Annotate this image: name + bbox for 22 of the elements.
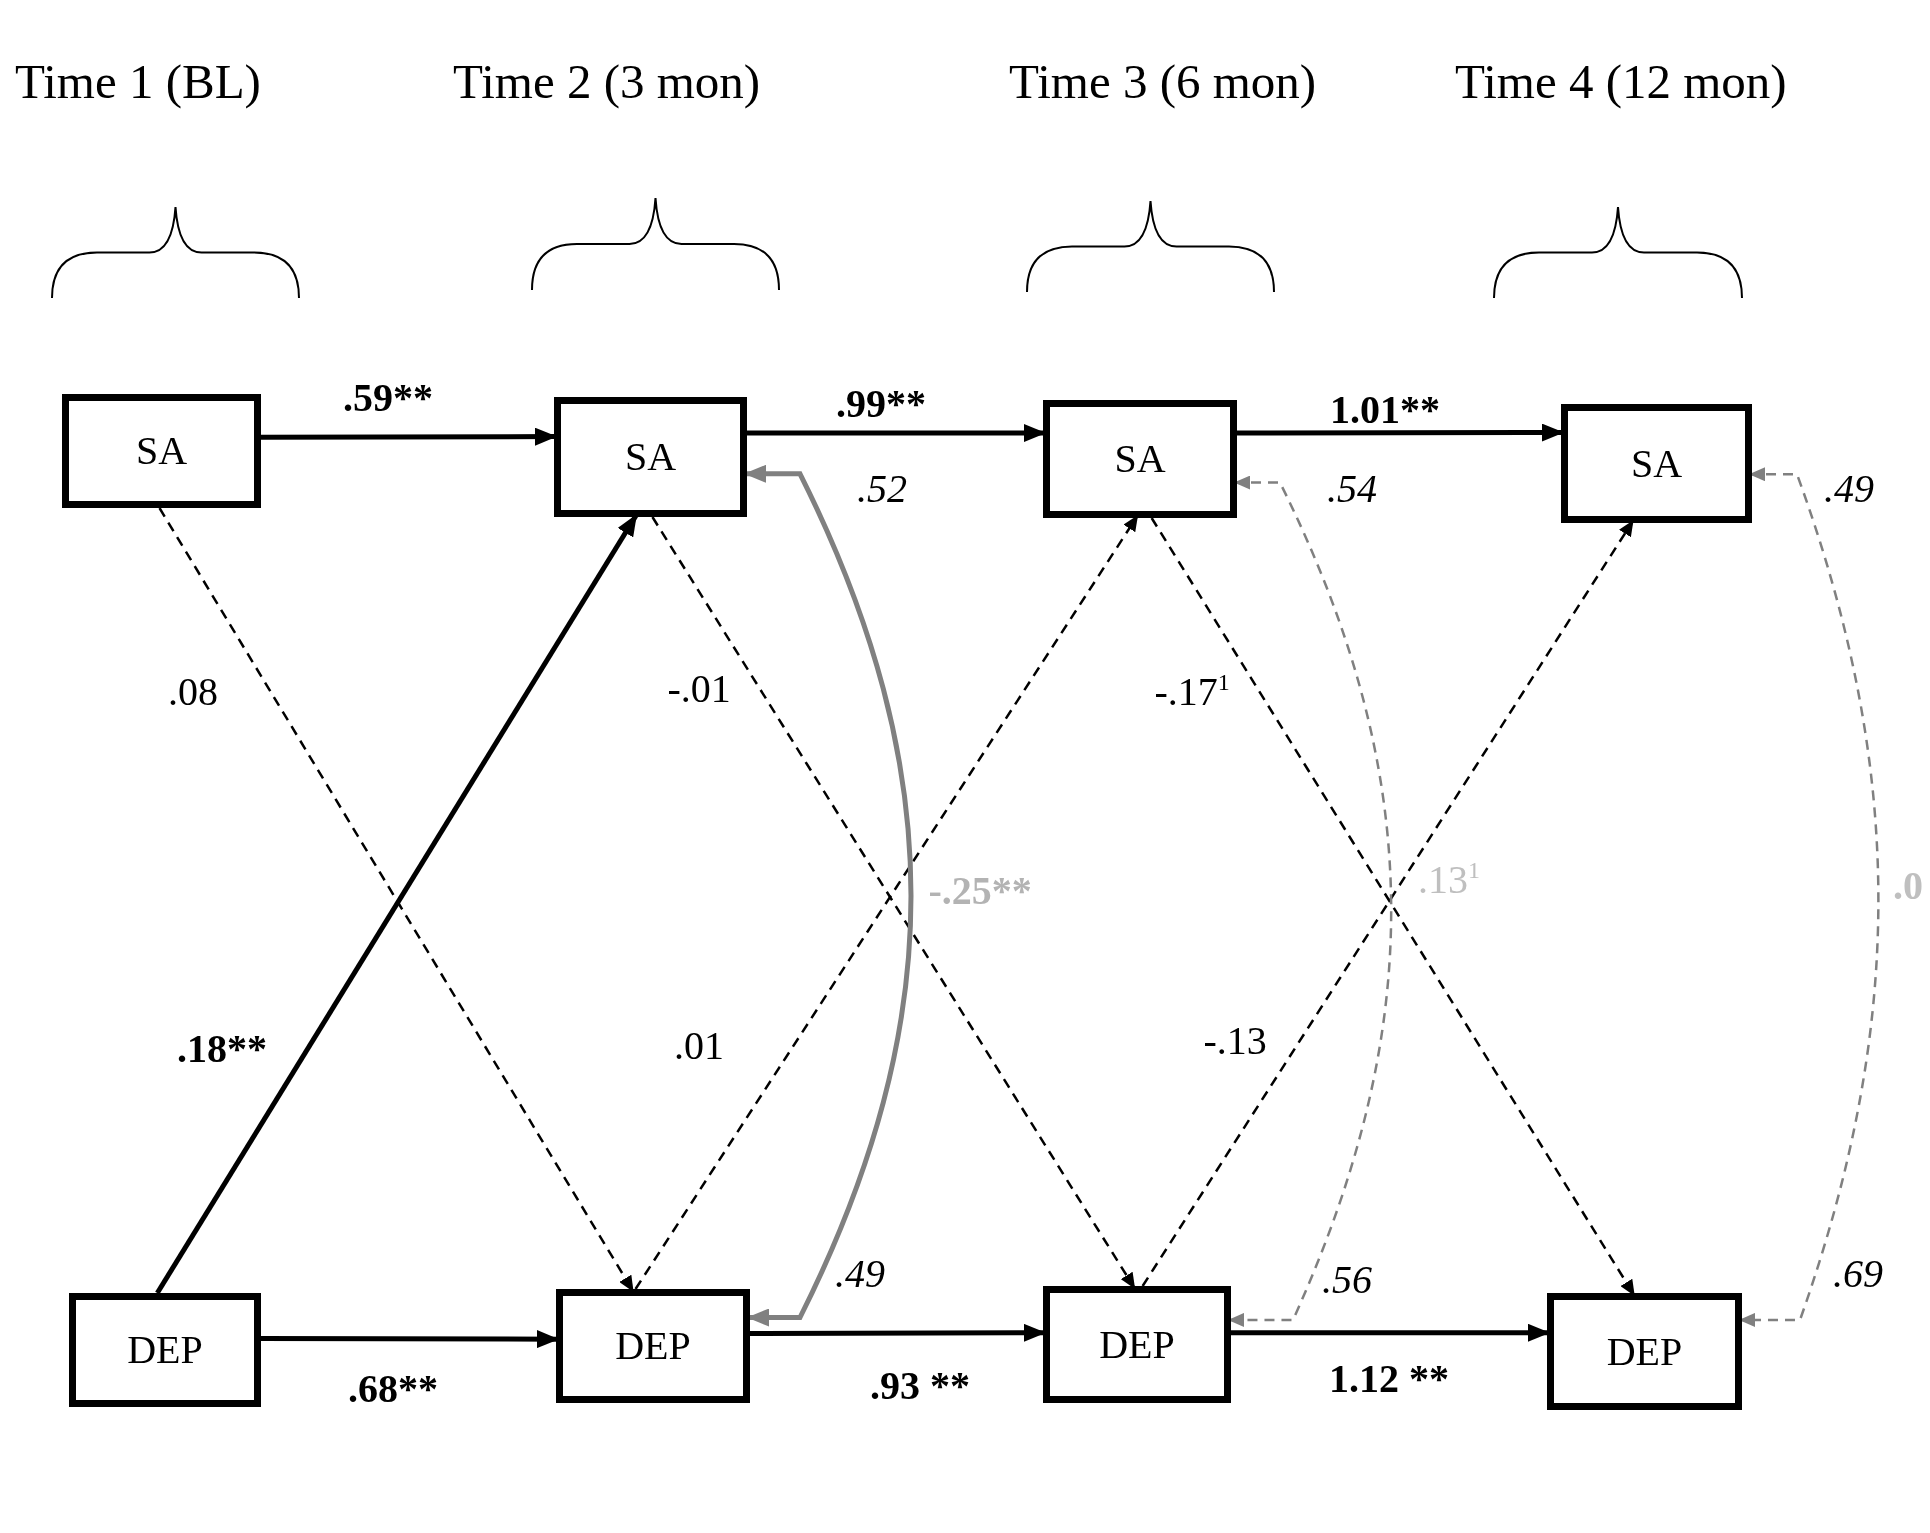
variable-box — [1043, 1286, 1231, 1403]
value-label: .69 — [1833, 1254, 1883, 1294]
variable-box — [1561, 404, 1752, 523]
variable-box — [556, 1289, 750, 1403]
variable-label: DEP — [1099, 1324, 1175, 1365]
value-label: .54 — [1327, 469, 1377, 509]
value-label: .56 — [1322, 1260, 1372, 1300]
variable-label: DEP — [127, 1330, 203, 1370]
variable-label: DEP — [1606, 1331, 1683, 1372]
variable-box — [554, 397, 747, 517]
variable-box — [1043, 400, 1237, 518]
variable-label: SA — [135, 431, 188, 471]
value-label: .49 — [1824, 469, 1874, 509]
value-label: .49 — [835, 1254, 885, 1294]
variable-label: DEP — [615, 1326, 691, 1366]
variable-box — [1547, 1293, 1742, 1410]
variable-box — [69, 1293, 261, 1407]
variable-label: SA — [1630, 443, 1683, 484]
variable-label: SA — [624, 437, 677, 477]
variable-label: SA — [1114, 439, 1166, 479]
value-label: .52 — [857, 469, 907, 509]
variable-box — [62, 394, 261, 508]
